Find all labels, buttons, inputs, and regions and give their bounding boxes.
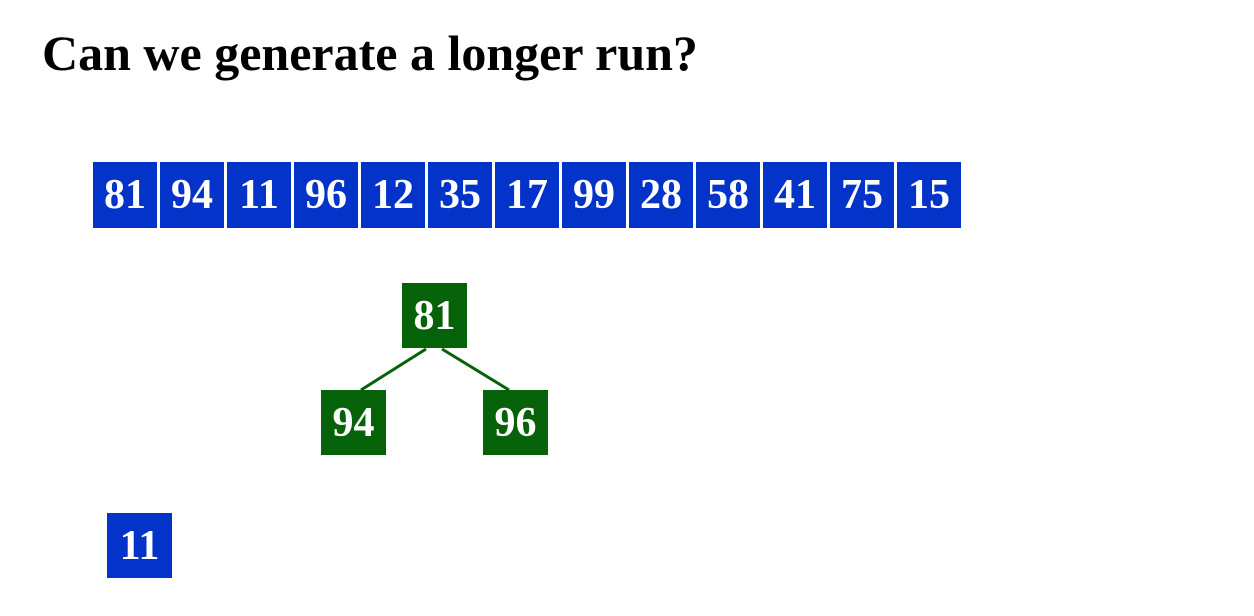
array-cell: 58 [696,162,760,228]
array-cell: 17 [495,162,559,228]
array-cell: 96 [294,162,358,228]
input-array: 81 94 11 96 12 35 17 99 28 58 41 75 15 [93,162,961,228]
heap-edge-left [360,347,427,392]
heap-root-node: 81 [402,283,467,348]
array-cell: 12 [361,162,425,228]
array-cell: 15 [897,162,961,228]
array-cell: 41 [763,162,827,228]
heap-right-node: 96 [483,390,548,455]
array-cell: 81 [93,162,157,228]
array-cell: 28 [629,162,693,228]
heap-edge-right [441,347,510,392]
array-cell: 75 [830,162,894,228]
output-run-cell: 11 [107,513,172,578]
array-cell: 94 [160,162,224,228]
heap-left-node: 94 [321,390,386,455]
array-cell: 99 [562,162,626,228]
array-cell: 11 [227,162,291,228]
array-cell: 35 [428,162,492,228]
slide-title: Can we generate a longer run? [42,25,698,81]
